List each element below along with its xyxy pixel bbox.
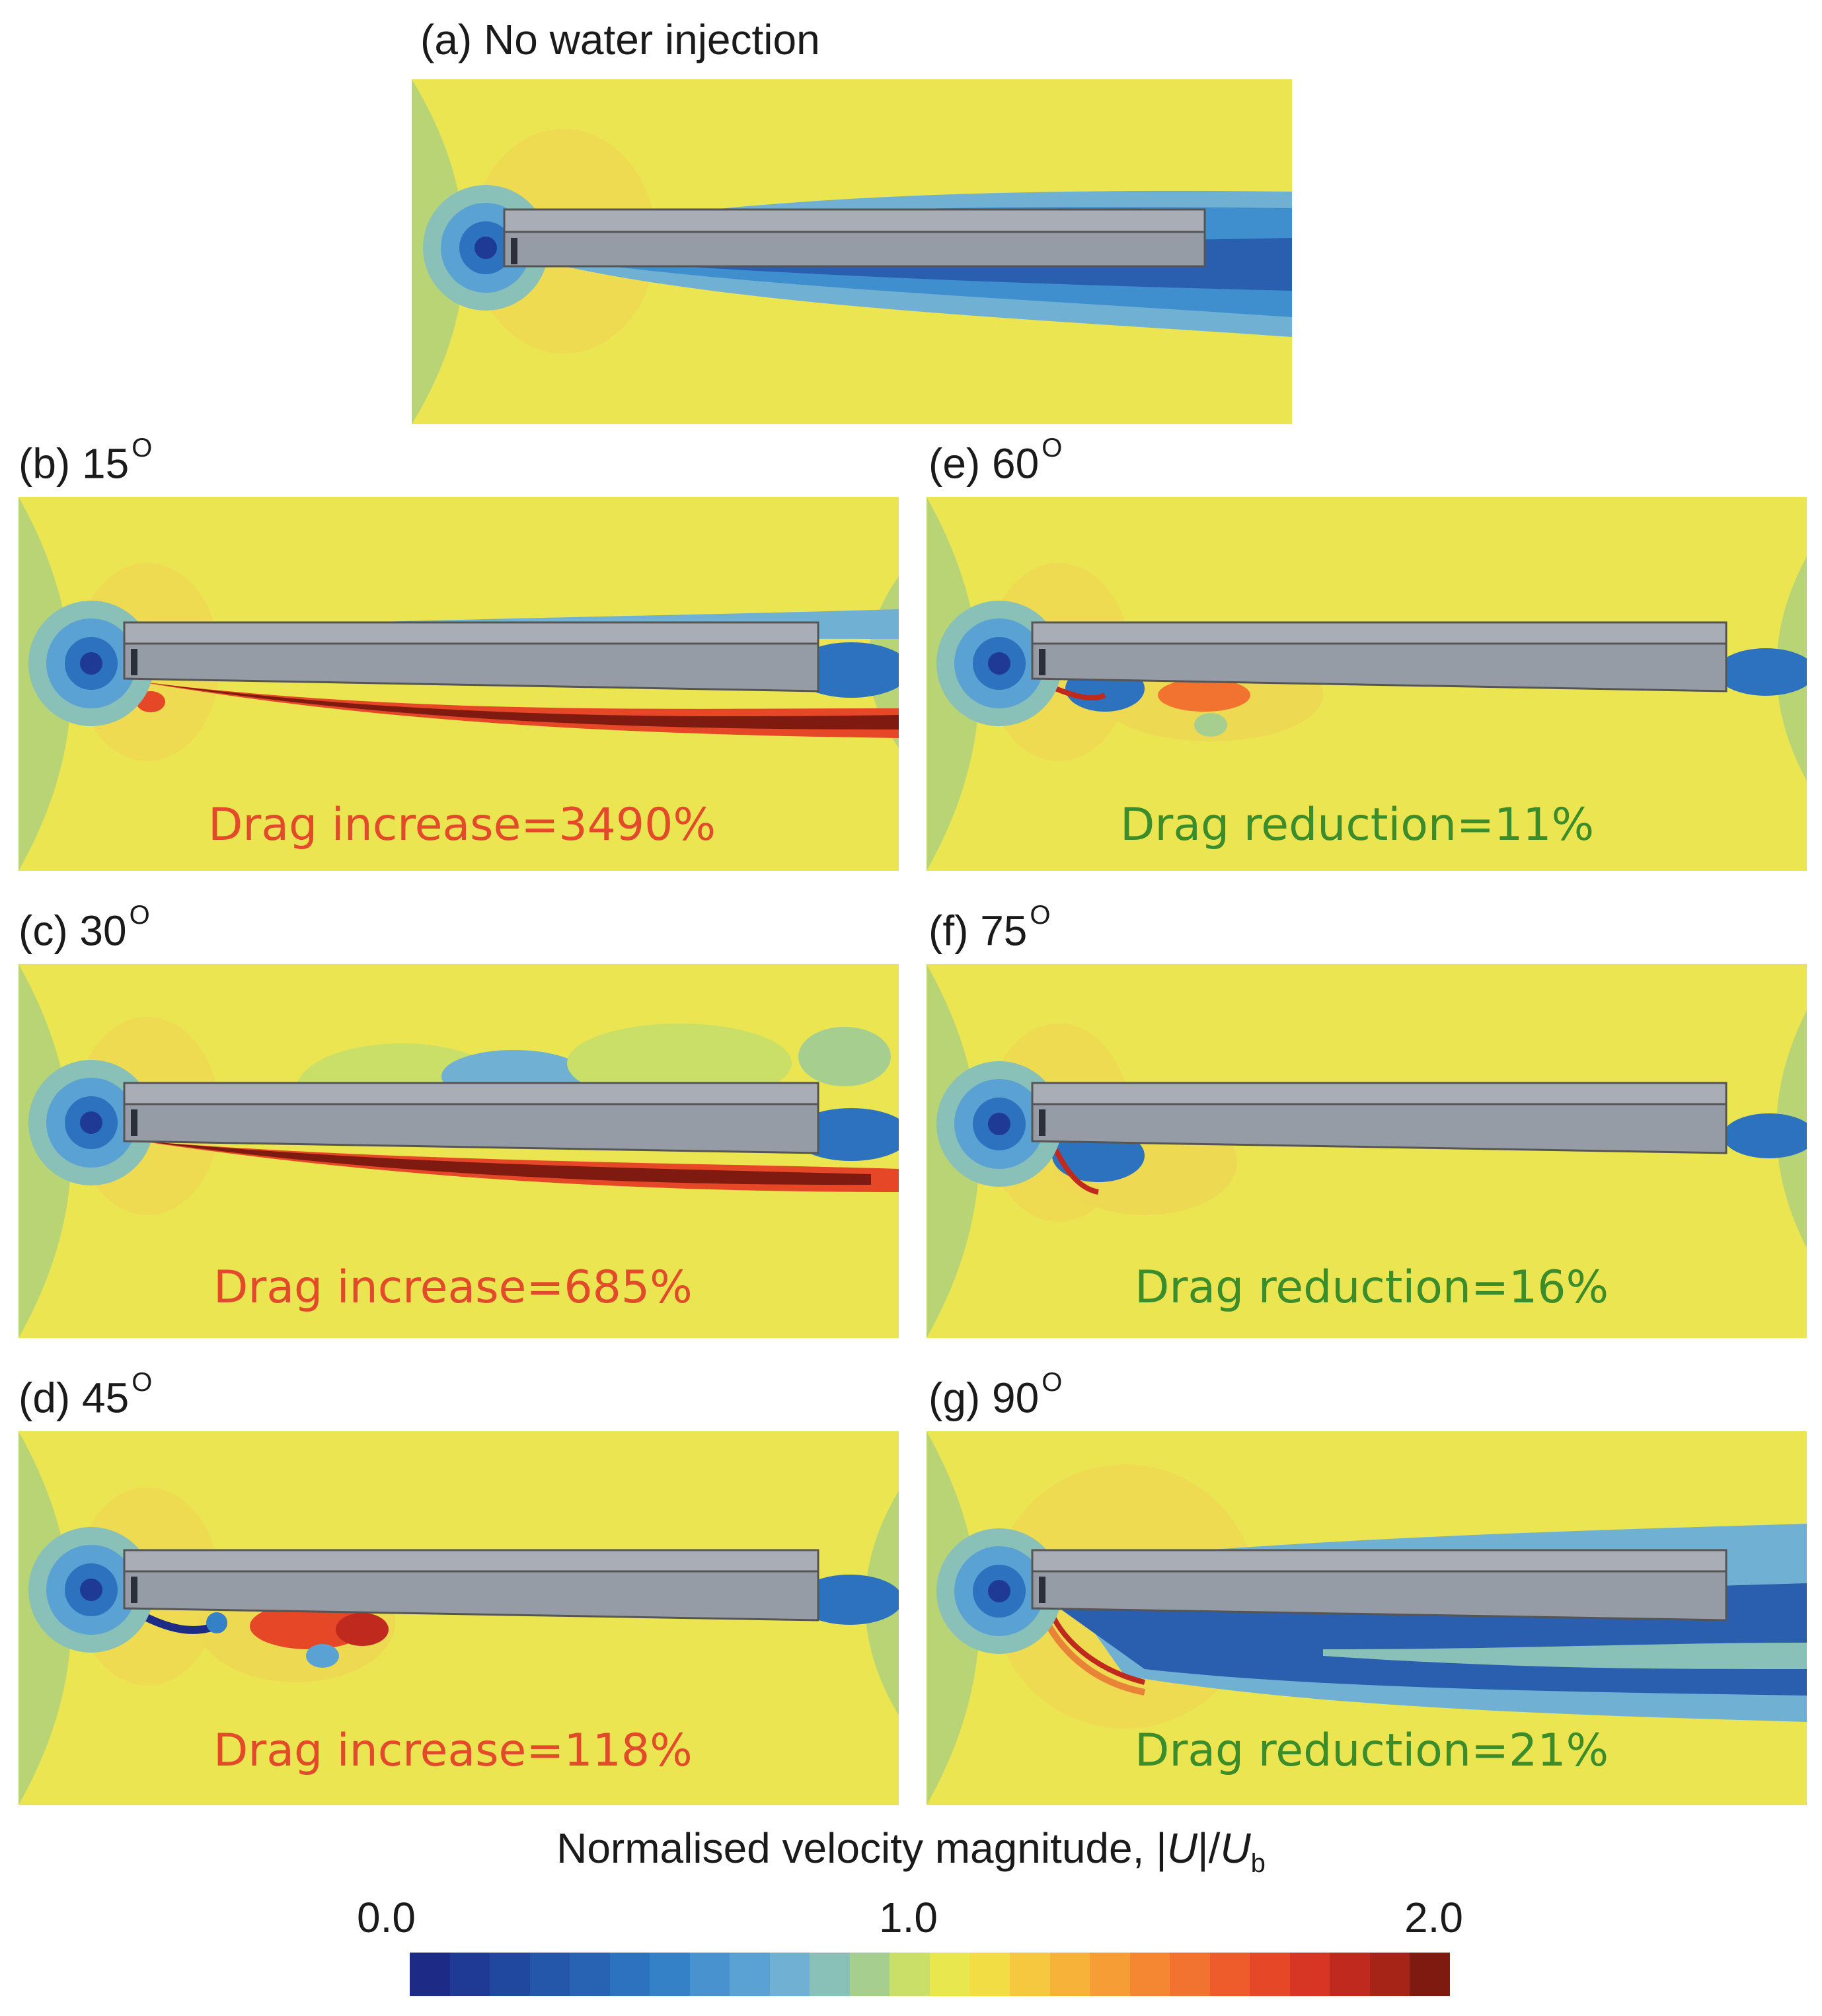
panel-f-drag-text: Drag reduction=16%	[1135, 1261, 1609, 1314]
colorbar-swatch	[1250, 1953, 1290, 1996]
colorbar-swatch	[1129, 1953, 1170, 1996]
panel-g-contour	[927, 1431, 1807, 1805]
colorbar-swatch	[1049, 1953, 1090, 1996]
colorbar-swatch	[529, 1953, 570, 1996]
colorbar-swatch	[490, 1953, 530, 1996]
panel-c-contour	[19, 964, 899, 1338]
panel-g-drag-text: Drag reduction=21%	[1135, 1725, 1609, 1777]
colorbar-swatch	[1289, 1953, 1330, 1996]
colorbar-swatch	[1009, 1953, 1050, 1996]
colorbar-swatch	[1090, 1953, 1130, 1996]
colorbar-swatch	[929, 1953, 970, 1996]
colorbar-swatch	[609, 1953, 650, 1996]
panel-a-label: (a) No water injection	[420, 16, 820, 63]
panel-b-contour	[19, 497, 899, 871]
panel-e-drag-text: Drag reduction=11%	[1120, 799, 1595, 851]
colorbar-swatch	[730, 1953, 770, 1996]
colorbar-swatch	[810, 1953, 850, 1996]
colorbar-swatch	[969, 1953, 1010, 1996]
panel-e-contour	[927, 497, 1807, 871]
colorbar-title: Normalised velocity magnitude, |U|/Ub	[556, 1824, 1266, 1878]
colorbar-swatch	[689, 1953, 730, 1996]
colorbar	[410, 1953, 1450, 1996]
colorbar-swatch	[890, 1953, 930, 1996]
panel-a-contour	[412, 79, 1292, 424]
colorbar-tick-mid: 1.0	[879, 1894, 938, 1941]
panel-b-drag-text: Drag increase=3490%	[208, 799, 716, 851]
colorbar-tick-max: 2.0	[1404, 1894, 1463, 1941]
panel-f-contour	[927, 964, 1807, 1338]
colorbar-swatch	[1170, 1953, 1210, 1996]
panel-d-contour	[19, 1431, 899, 1805]
colorbar-swatch	[1369, 1953, 1410, 1996]
colorbar-swatch	[1330, 1953, 1370, 1996]
colorbar-swatch	[650, 1953, 690, 1996]
colorbar-swatch	[1410, 1953, 1450, 1996]
panel-d-drag-text: Drag increase=118%	[213, 1725, 693, 1777]
colorbar-swatch	[769, 1953, 810, 1996]
colorbar-swatch	[849, 1953, 890, 1996]
colorbar-swatch	[449, 1953, 490, 1996]
colorbar-swatch	[410, 1953, 450, 1996]
colorbar-swatch	[1209, 1953, 1250, 1996]
colorbar-swatch	[570, 1953, 610, 1996]
panel-c-drag-text: Drag increase=685%	[213, 1261, 693, 1314]
colorbar-tick-min: 0.0	[357, 1894, 416, 1941]
